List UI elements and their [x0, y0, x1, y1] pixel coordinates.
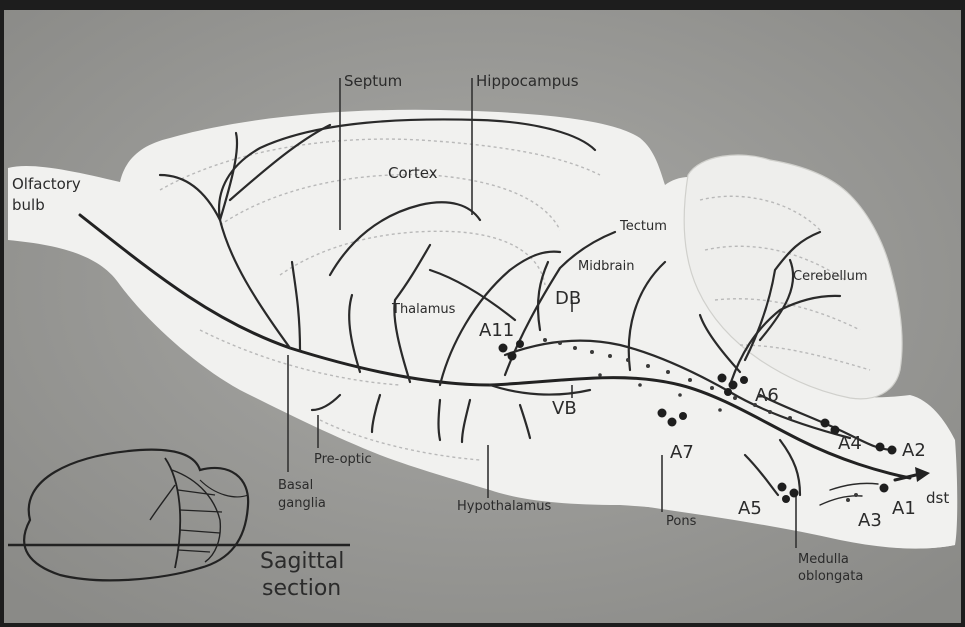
a1-label: A1	[892, 498, 916, 519]
medulla-label-2: oblongata	[798, 569, 863, 584]
olfactory-bulb-label-1: Olfactory	[12, 175, 81, 193]
a5-label: A5	[738, 498, 762, 519]
septum-label: Septum	[344, 72, 402, 90]
medulla-label-1: Medulla	[798, 552, 849, 567]
thalamus-label: Thalamus	[391, 302, 456, 317]
dst-label: dst	[926, 489, 949, 507]
hippocampus-label: Hippocampus	[476, 72, 579, 90]
midbrain-label: Midbrain	[578, 259, 635, 274]
a2-label: A2	[902, 440, 926, 461]
db-label: DB	[555, 288, 581, 309]
cortex-label: Cortex	[388, 164, 438, 182]
tectum-label: Tectum	[619, 219, 667, 234]
preoptic-label: Pre-optic	[314, 452, 372, 467]
a3-label: A3	[858, 510, 882, 531]
sagittal-section-label-2: section	[262, 576, 341, 601]
a11-label: A11	[479, 320, 514, 341]
hypothalamus-label: Hypothalamus	[457, 499, 551, 514]
cerebellum-label: Cerebellum	[793, 269, 868, 284]
pons-label: Pons	[666, 514, 697, 529]
a6-label: A6	[755, 385, 779, 406]
vb-label: VB	[552, 398, 577, 419]
a4-label: A4	[838, 433, 862, 454]
a7-label: A7	[670, 442, 694, 463]
basal-ganglia-label-1: Basal	[278, 478, 313, 493]
hypothalamic-branch-2	[439, 400, 441, 440]
sagittal-section-label-1: Sagittal	[260, 549, 344, 574]
olfactory-bulb-label-2: bulb	[12, 196, 45, 214]
basal-ganglia-label-2: ganglia	[278, 496, 326, 511]
